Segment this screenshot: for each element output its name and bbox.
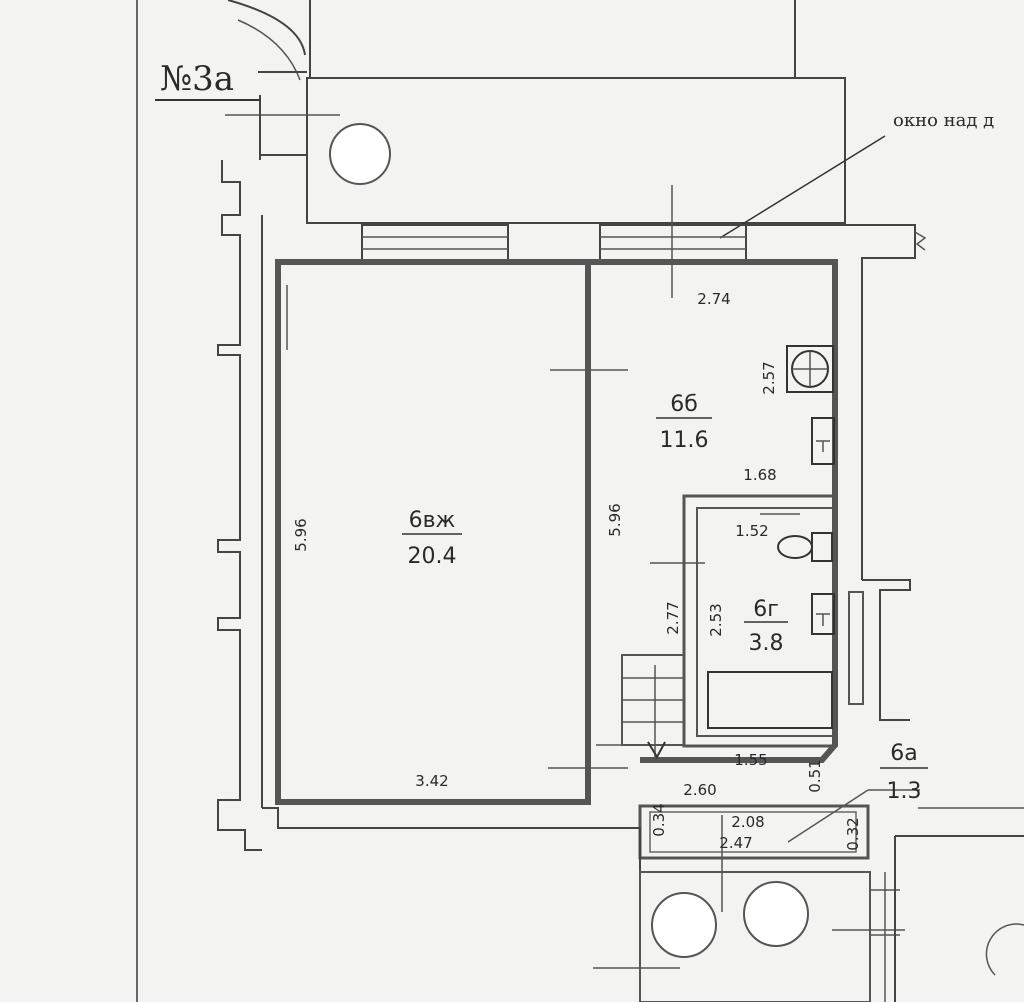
dim-kitchen-height: 5.96 — [606, 503, 624, 536]
toilet-icon — [777, 532, 833, 562]
radiator-icon — [848, 591, 864, 705]
left-exterior-wall — [217, 160, 263, 851]
living-room-code: 6вж — [409, 508, 456, 533]
balcony-code: 6а — [890, 741, 917, 766]
neighbour-top — [225, 0, 846, 224]
dim-kitchen-side: 2.57 — [760, 361, 778, 394]
right-exterior-wall — [862, 579, 911, 721]
bathroom — [650, 494, 838, 748]
vent-shaft-icon — [329, 123, 391, 185]
kitchen-code: 6б — [670, 392, 698, 417]
dim-balcony-outer: 2.47 — [719, 834, 752, 852]
dim-balcony-left: 0.34 — [650, 803, 668, 836]
living-room-area: 20.4 — [408, 544, 457, 569]
dim-living-height: 5.96 — [292, 518, 310, 551]
dim-hall-width: 2.60 — [683, 781, 716, 799]
dim-balcony-right: 0.32 — [844, 817, 862, 850]
vent-shaft-icon — [743, 881, 809, 947]
kitchen-sink-icon — [811, 417, 835, 465]
dim-balcony-width: 2.08 — [731, 813, 764, 831]
dim-hall-side: 0.51 — [806, 759, 824, 792]
lower-neighbour — [262, 807, 1024, 1002]
dim-living-width: 3.42 — [415, 772, 448, 790]
vent-shaft-icon — [651, 892, 717, 958]
bathroom-code: 6г — [753, 597, 779, 622]
stove-icon — [786, 345, 834, 393]
washbasin-icon — [811, 593, 835, 635]
dim-kitchen-mid: 1.68 — [743, 466, 776, 484]
window-note-leader — [719, 135, 886, 239]
dim-bath-top: 1.52 — [735, 522, 768, 540]
balcony-area: 1.3 — [887, 779, 922, 804]
kitchen-area: 11.6 — [660, 428, 709, 453]
dim-bath-bottom: 1.55 — [734, 751, 767, 769]
entrance-steps — [621, 654, 685, 760]
dim-bath-left: 2.53 — [707, 603, 725, 636]
apartment-number: №3а — [160, 59, 234, 99]
bathtub-icon — [707, 671, 833, 729]
entry-arrow-icon — [647, 741, 666, 760]
dim-kitchen-width-top: 2.74 — [697, 290, 730, 308]
window-note: окно над д — [893, 110, 994, 131]
dim-hall-height: 2.77 — [664, 601, 682, 634]
bathroom-area: 3.8 — [749, 631, 784, 656]
